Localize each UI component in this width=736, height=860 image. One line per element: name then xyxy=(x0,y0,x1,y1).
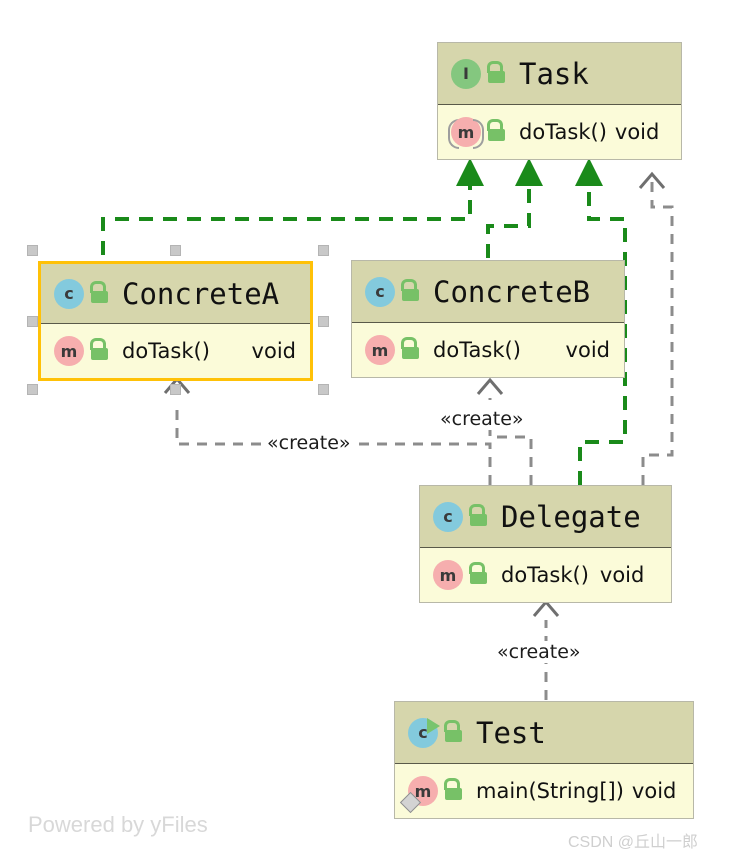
csdn-watermark: CSDN @丘山一郎 xyxy=(568,834,699,851)
uml-node-concretea-title: ConcreteA xyxy=(122,276,280,311)
selection-handle-s[interactable] xyxy=(170,384,181,395)
uml-node-concreteb[interactable]: c ConcreteB m doTask() void xyxy=(351,260,625,378)
uml-node-concreteb-methods: m doTask() void xyxy=(352,323,624,377)
unlock-icon xyxy=(442,778,466,804)
uml-node-test[interactable]: c Test m main(String[]) void xyxy=(394,701,694,819)
edge-label-create-concreteb: «create» xyxy=(437,408,527,430)
selection-handle-n[interactable] xyxy=(170,245,181,256)
method-icon: m xyxy=(52,334,86,368)
class-icon: c xyxy=(431,500,465,534)
uml-node-concretea[interactable]: c ConcreteA m doTask() void xyxy=(38,261,313,381)
uml-node-task-title: Task xyxy=(519,56,589,91)
unlock-icon xyxy=(88,280,112,307)
method-icon: m xyxy=(363,333,397,367)
edge-dependency-delegate-task xyxy=(638,171,674,485)
edge-label-create-concretea: «create» xyxy=(264,432,354,454)
unlock-icon xyxy=(399,337,423,363)
uml-node-task-methods: m doTask() void xyxy=(438,105,681,159)
selection-handle-sw[interactable] xyxy=(27,384,38,395)
edge-realization-concreteb-task xyxy=(486,158,543,258)
method-icon: m xyxy=(448,115,484,149)
uml-node-delegate-title: Delegate xyxy=(501,499,641,534)
uml-node-concretea-header: c ConcreteA xyxy=(41,264,310,324)
uml-member-dotask: doTask() void xyxy=(519,120,660,144)
edge-realization-concretea-task xyxy=(101,158,484,255)
edge-dependency-delegate-concreteb xyxy=(476,377,533,485)
uml-node-concretea-methods: m doTask() void xyxy=(41,324,310,378)
unlock-icon xyxy=(485,60,509,87)
method-static-icon: m xyxy=(399,774,440,814)
interface-icon: I xyxy=(449,57,483,91)
unlock-icon xyxy=(399,278,423,305)
uml-node-delegate-methods: m doTask() void xyxy=(420,548,671,602)
uml-node-task-header: I Task xyxy=(438,43,681,105)
selection-handle-se[interactable] xyxy=(318,384,329,395)
uml-member-dotask: doTask() void xyxy=(122,339,296,363)
uml-member-dotask: doTask() void xyxy=(433,338,610,362)
uml-member-dotask: doTask() void xyxy=(501,563,645,587)
unlock-icon xyxy=(88,338,112,364)
run-triangle-icon xyxy=(427,717,440,734)
uml-node-task[interactable]: I Task m doTask() void xyxy=(437,42,682,160)
unlock-icon xyxy=(442,719,466,746)
unlock-icon xyxy=(485,119,509,145)
class-runnable-icon: c xyxy=(406,716,440,750)
edge-label-create-delegate: «create» xyxy=(494,641,584,663)
uml-node-concreteb-header: c ConcreteB xyxy=(352,261,624,323)
uml-node-test-title: Test xyxy=(476,715,546,750)
selection-handle-e[interactable] xyxy=(318,316,329,327)
selection-handle-w[interactable] xyxy=(27,316,38,327)
uml-member-main: main(String[]) void xyxy=(476,779,677,803)
uml-node-test-header: c Test xyxy=(395,702,693,764)
selection-handle-nw[interactable] xyxy=(27,245,38,256)
uml-node-delegate-header: c Delegate xyxy=(420,486,671,548)
class-icon: c xyxy=(363,275,397,309)
unlock-icon xyxy=(467,562,491,588)
uml-node-delegate[interactable]: c Delegate m doTask() void xyxy=(419,485,672,603)
uml-node-concreteb-title: ConcreteB xyxy=(433,274,591,309)
class-icon: c xyxy=(52,277,86,311)
method-icon: m xyxy=(431,558,465,592)
unlock-icon xyxy=(467,503,491,530)
yfiles-watermark: Powered by yFiles xyxy=(28,812,208,837)
uml-node-test-methods: m main(String[]) void xyxy=(395,764,693,818)
selection-handle-ne[interactable] xyxy=(318,245,329,256)
